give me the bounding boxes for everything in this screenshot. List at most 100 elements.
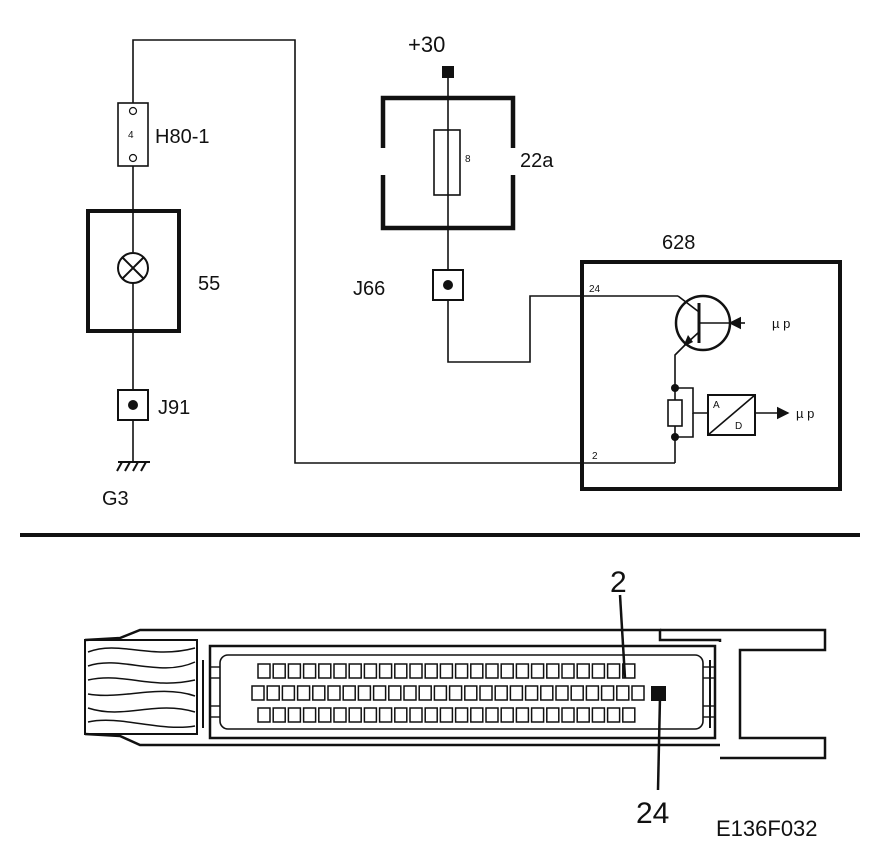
- connector-pin: [546, 663, 560, 679]
- label-ecu-628: 628: [662, 232, 695, 254]
- ground-icon: [116, 461, 150, 472]
- connector-pin: [591, 663, 606, 679]
- connector-pin: [515, 663, 530, 679]
- connector-pin: [570, 685, 584, 701]
- connector-pin: [485, 707, 499, 723]
- connector-pin: [500, 663, 514, 679]
- label-fuse-h80-pin: 4: [128, 130, 134, 141]
- connector-pin: [555, 685, 569, 701]
- connector-pin: [479, 685, 493, 701]
- label-fuse-h80: H80-1: [155, 126, 209, 148]
- wire-j66-to-pin24: [447, 295, 678, 363]
- label-mu-p-in: µ p: [772, 316, 790, 331]
- label-fuse-22a: 22a: [520, 150, 554, 172]
- connector-pin: [287, 707, 302, 723]
- connector-pin: [494, 685, 508, 701]
- label-ad-a: A: [713, 400, 720, 411]
- connector-pin: [439, 663, 454, 679]
- connector-pin: [257, 663, 271, 679]
- connector-pin: [576, 707, 590, 723]
- connector-pin: [312, 685, 326, 701]
- connector-pin: [333, 707, 347, 723]
- connector-pin: [372, 685, 387, 701]
- connector-pin: [454, 707, 469, 723]
- connector-pin: [530, 707, 545, 723]
- connector-pin: [378, 663, 393, 679]
- connector-pin: [342, 685, 356, 701]
- ad-converter-icon: [707, 394, 756, 436]
- connector-pin: [333, 663, 347, 679]
- connector-pin: [591, 707, 606, 723]
- connector-pin: [394, 663, 408, 679]
- connector-pin: [470, 663, 484, 679]
- label-fuse-22a-pin: 8: [465, 154, 471, 165]
- connector-pin: [606, 663, 621, 679]
- wire-h80-to-pin2: [132, 39, 675, 464]
- connector-pin: [266, 685, 280, 701]
- connector-pin: [327, 685, 341, 701]
- label-lamp-55: 55: [198, 273, 220, 295]
- connector-pin: [363, 663, 378, 679]
- connector-pin: [470, 707, 484, 723]
- connector-pin: [585, 685, 600, 701]
- label-pin-2: 2: [592, 451, 598, 462]
- connector-pin: [296, 685, 311, 701]
- connector-pin: [509, 685, 524, 701]
- connector-pin: [409, 663, 423, 679]
- supply-terminal-icon: [442, 66, 454, 78]
- connector-pin: [302, 707, 317, 723]
- connector-pin: [622, 707, 636, 723]
- connector-pin: [394, 707, 408, 723]
- connector-pin: [357, 685, 372, 701]
- connector-pin: [524, 685, 539, 701]
- connector-pin: [546, 707, 560, 723]
- ecu-628-box: [580, 260, 842, 491]
- label-pin-24: 24: [589, 284, 601, 295]
- connector-pin: [409, 707, 423, 723]
- connector-pin: [433, 685, 448, 701]
- lamp-icon: [117, 252, 149, 284]
- connector-pin: [600, 685, 615, 701]
- connector-pin: [272, 663, 286, 679]
- connector-pin: [257, 707, 271, 723]
- pin-24-highlight: [651, 686, 666, 701]
- connector-pin: [631, 685, 645, 701]
- fuse-22a-element: [433, 129, 461, 196]
- connector-pin: [424, 707, 438, 723]
- connector-pin: [378, 707, 393, 723]
- connector-pin: [485, 663, 499, 679]
- leader-pin-2: [618, 594, 627, 679]
- label-mu-p-out: µ p: [796, 406, 814, 421]
- connector-pin: [515, 707, 530, 723]
- label-ground: G3: [102, 488, 129, 510]
- connector-pin: [348, 663, 362, 679]
- connector-pin: [318, 707, 332, 723]
- label-j66: J66: [353, 278, 385, 300]
- connector-pin-rows: [251, 663, 645, 723]
- label-supply: +30: [408, 32, 445, 57]
- connector-pin: [561, 707, 575, 723]
- connector-pin: [448, 685, 463, 701]
- label-ad-d: D: [735, 421, 742, 432]
- connector-pin: [251, 685, 265, 701]
- connector-pin: [302, 663, 317, 679]
- connector-pin: [540, 685, 554, 701]
- connector-pin: [576, 663, 590, 679]
- connector-pin: [454, 663, 469, 679]
- label-connector-pin-2: 2: [610, 566, 627, 599]
- label-connector-pin-24: 24: [636, 797, 669, 830]
- resistor-icon: [667, 399, 683, 427]
- connector-pin: [424, 663, 438, 679]
- connector-pin: [616, 685, 630, 701]
- connector-pin: [561, 663, 575, 679]
- connector-pin: [418, 685, 432, 701]
- connector-pin: [500, 707, 514, 723]
- connector-pin: [388, 685, 402, 701]
- connector-pin: [281, 685, 296, 701]
- connector-pin: [272, 707, 286, 723]
- connector-pin: [403, 685, 417, 701]
- connector-pin: [287, 663, 302, 679]
- connector-pin: [530, 663, 545, 679]
- figure-code: E136F032: [716, 816, 818, 841]
